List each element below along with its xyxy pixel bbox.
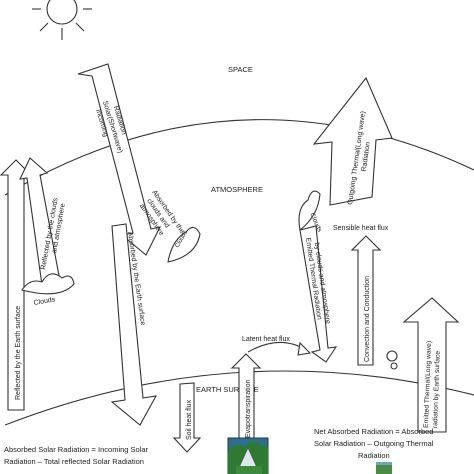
absorbed-eq-line2: Radiation – Total reflected Solar Radiat… (4, 457, 144, 466)
sensible-heat-label: Sensible heat flux (333, 225, 389, 232)
atmosphere-boundary (4, 119, 474, 196)
outgoing-thermal-arrow: Outgoing Thermal(Long wave) Radiation (312, 76, 393, 206)
emitted-clouds-arrow: Emitted Thermal Radiation by clouds and … (299, 225, 338, 363)
sun-icon (32, 0, 92, 40)
convection-arrow: Convection and Conduction (350, 235, 382, 366)
convection-label: Convection and Conduction (364, 276, 371, 362)
evapotranspiration-label: Evapotranspiration (245, 380, 252, 438)
soil-heat-arrow: Soil heat flux (172, 382, 202, 453)
earth-surface-label: EARTH SURFACE (196, 385, 259, 394)
reflected-clouds-arrow: Reflected by the clouds and atmosphere (19, 157, 67, 286)
reflected-earth-label: Reflected by the Earth surface (15, 306, 22, 400)
clouds-left-label: Clouds (33, 296, 56, 307)
emitted-earth-line2: radiation by Earth surface (432, 351, 442, 429)
earth-surface-boundary (4, 370, 474, 426)
evapotranspiration-arrow: Evapotranspiration (230, 353, 262, 441)
cloud-icon-left: Clouds (21, 273, 75, 307)
atmosphere-label: ATMOSPHERE (211, 185, 263, 194)
emitted-earth-line1: Emitted Thermal(Long wave) (423, 341, 433, 428)
net-eq-line3: Radiation (358, 451, 390, 460)
absorbed-earth-arrow: Absorbed by the Earth surface (110, 223, 158, 426)
reflected-earth-arrow: Reflected by the Earth surface (0, 159, 33, 411)
soil-heat-label: Soil heat flux (186, 399, 193, 440)
convection-swirls (386, 350, 398, 370)
tree-icon (227, 437, 269, 474)
latent-heat-label: Latent heat flux (242, 336, 290, 343)
latent-heat-arrow: Latent heat flux (242, 336, 312, 356)
net-eq-line1: Net Absorbed Radiation = Absorbed (314, 427, 433, 436)
net-eq-line2: Solar Radiation – Outgoing Thermal (314, 439, 434, 448)
outgoing-label-line2: Radiation (361, 142, 372, 172)
cloud-icon-small (167, 226, 201, 263)
emitted-earth-arrow: Emitted Thermal(Long wave) radiation by … (402, 297, 460, 433)
space-label: SPACE (228, 65, 253, 74)
absorbed-eq-line1: Absorbed Solar Radiation = Incoming Sola… (4, 445, 149, 454)
tree-icon-small (376, 462, 392, 474)
